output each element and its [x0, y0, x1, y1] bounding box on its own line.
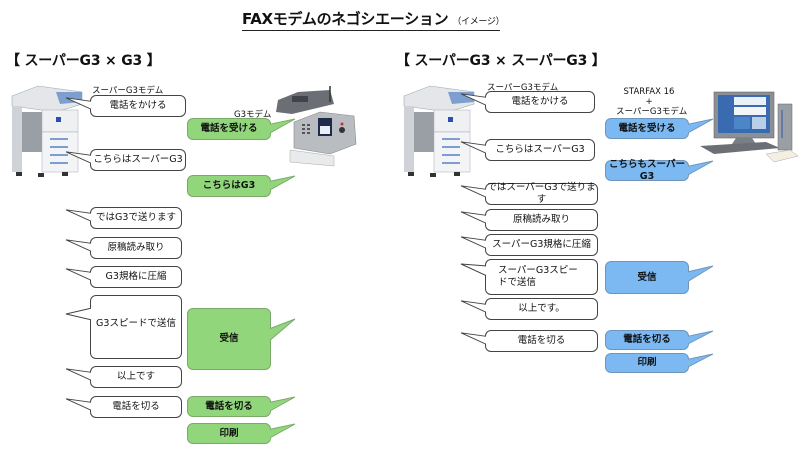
diagram-title: FAXモデムのネゴシエーション（イメージ）	[242, 8, 505, 31]
speech-tail-icon	[460, 185, 490, 199]
speech-tail-icon	[266, 175, 296, 192]
left-receiver-message: 電話を受ける	[187, 118, 296, 140]
right-sender-message: こちらはスーパーG3	[460, 139, 595, 161]
fax-machine-icon	[276, 86, 357, 167]
right-sender-message: 電話を切る	[460, 330, 598, 352]
speech-tail-icon	[460, 332, 490, 346]
left-receiver-message: 電話を切る	[187, 396, 296, 417]
left-receiver-message: 受信	[187, 308, 296, 370]
right-section-heading: 【 スーパーG3 × スーパーG3 】	[396, 53, 606, 69]
speech-tail-icon	[266, 118, 296, 135]
desktop-pc-icon	[700, 91, 799, 163]
speech-tail-icon	[460, 236, 490, 250]
multifunction-printer-icon	[11, 85, 83, 177]
speech-tail-icon	[684, 330, 714, 346]
left-receiver-message: 印刷	[187, 423, 296, 444]
speech-tail-icon	[684, 160, 714, 177]
speech-tail-icon	[684, 265, 714, 283]
right-receiver-message: 電話を切る	[605, 330, 714, 350]
speech-tail-icon	[266, 396, 296, 413]
left-sender-message: ではG3で送ります	[65, 207, 182, 229]
speech-tail-icon	[65, 398, 95, 412]
left-section-heading: 【 スーパーG3 × G3 】	[6, 53, 161, 69]
right-sender-label: スーパーG3モデム	[487, 83, 559, 93]
speech-tail-icon	[266, 423, 296, 440]
left-sender-message: 以上です	[65, 366, 182, 388]
speech-tail-icon	[65, 97, 95, 111]
right-receiver-message: 印刷	[605, 353, 714, 373]
speech-tail-icon	[65, 368, 95, 382]
right-sender-message: ではスーパーG3で送ります	[460, 182, 598, 205]
right-receiver-message: 受信	[605, 261, 714, 294]
speech-tail-icon	[266, 318, 296, 343]
left-receiver-message: こちらはG3	[187, 175, 296, 197]
left-sender-message: こちらはスーパーG3	[65, 149, 186, 171]
right-receiver-message: こちらもスーパーG3	[605, 159, 714, 182]
speech-tail-icon	[460, 93, 490, 107]
diagram-title-main: FAXモデムのネゴシエーション	[242, 10, 449, 28]
speech-tail-icon	[65, 239, 95, 253]
speech-tail-icon	[684, 353, 714, 369]
right-sender-message: スーパーG3スピードで送信	[460, 259, 598, 295]
left-sender-label: スーパーG3モデム	[92, 86, 164, 96]
speech-tail-icon	[460, 263, 490, 277]
left-sender-message: 電話を切る	[65, 396, 182, 418]
speech-tail-icon	[460, 211, 490, 225]
left-sender-message: G3スピードで送信	[65, 295, 182, 359]
speech-tail-icon	[65, 209, 95, 223]
left-receiver-label: G3モデム	[234, 110, 272, 120]
speech-tail-icon	[460, 300, 490, 314]
left-sender-message: G3規格に圧縮	[65, 266, 182, 288]
right-receiver-label: STARFAX 16 + スーパーG3モデム	[616, 87, 688, 117]
right-sender-message: スーパーG3規格に圧縮	[460, 234, 598, 256]
speech-tail-icon	[65, 151, 95, 165]
left-sender-message: 原稿読み取り	[65, 237, 182, 259]
speech-tail-icon	[460, 141, 490, 155]
right-sender-message: 以上です。	[460, 298, 598, 320]
speech-tail-icon	[684, 118, 714, 135]
speech-tail-icon	[65, 307, 95, 321]
multifunction-printer-icon	[403, 85, 475, 177]
right-sender-message: 電話をかける	[460, 91, 595, 113]
speech-tail-icon	[65, 268, 95, 282]
diagram-title-sub: （イメージ）	[452, 17, 505, 27]
right-receiver-message: 電話を受ける	[605, 118, 714, 139]
left-sender-message: 電話をかける	[65, 95, 186, 117]
right-sender-message: 原稿読み取り	[460, 209, 598, 231]
